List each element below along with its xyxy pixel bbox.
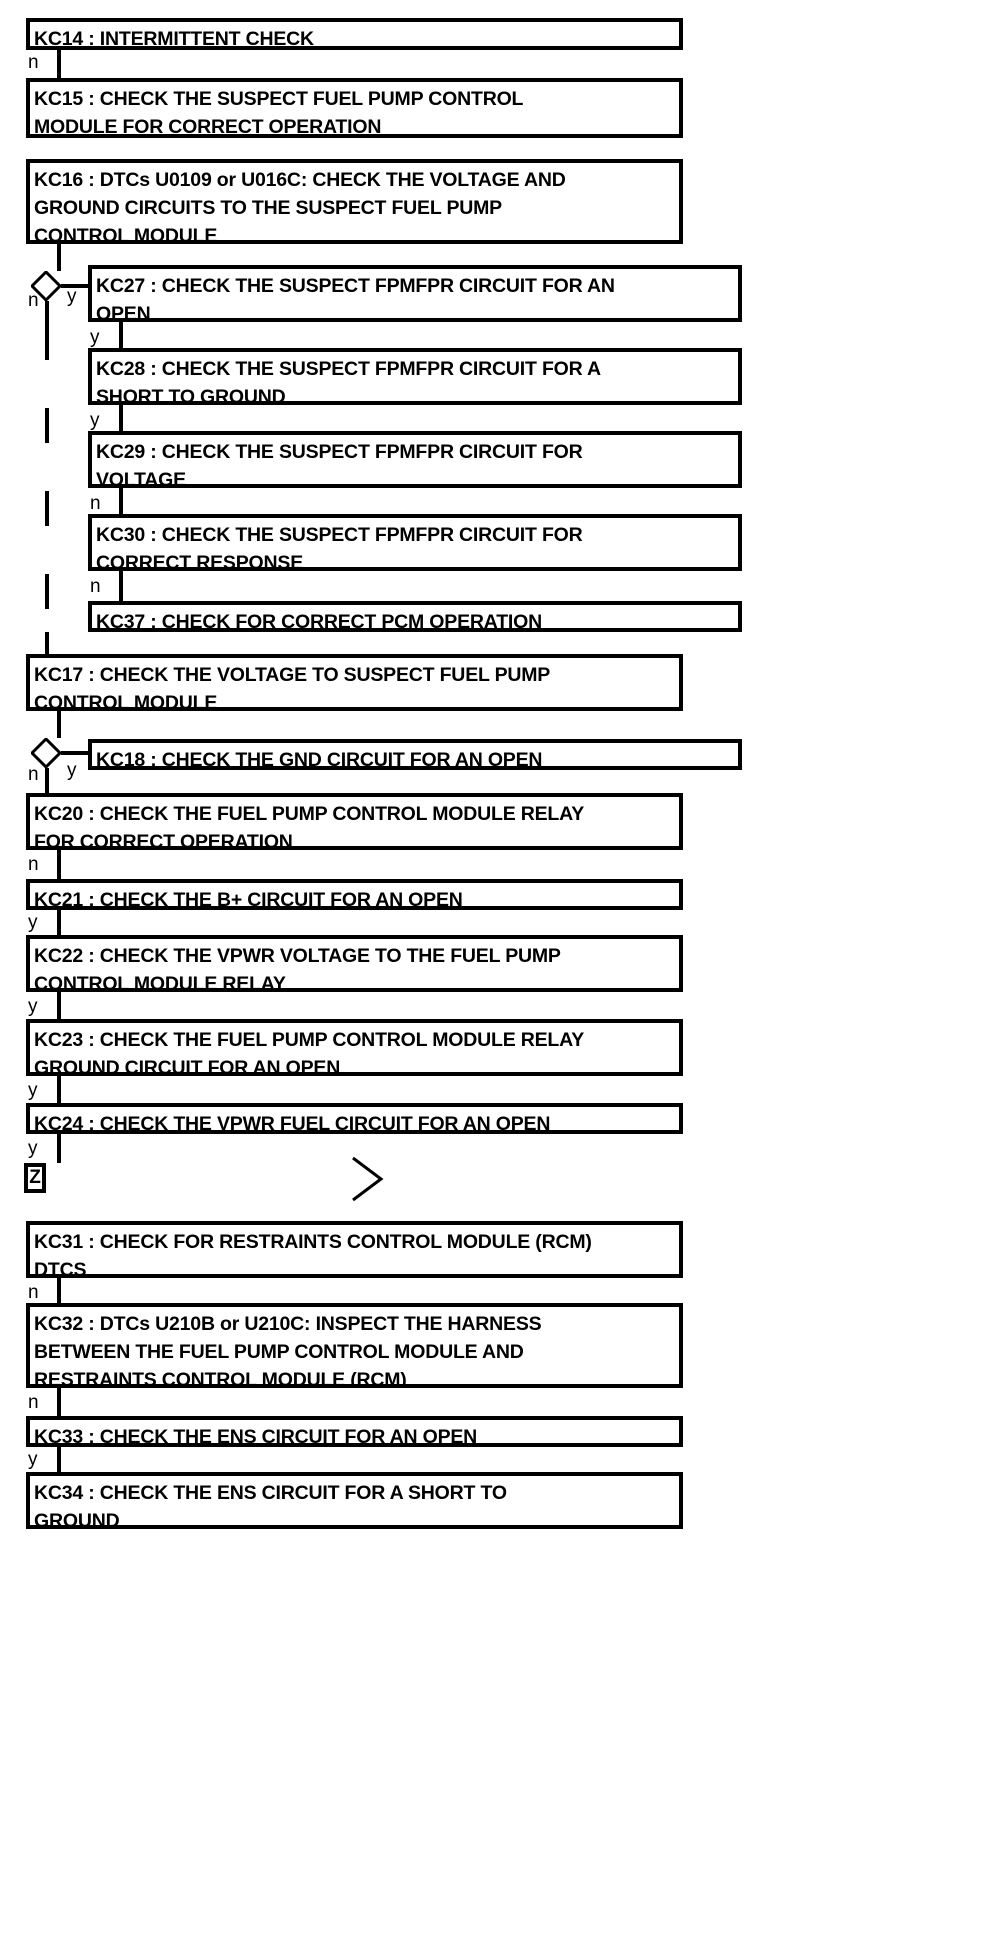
decision-diamond[interactable]	[31, 738, 61, 768]
process-node-kc24[interactable]: KC24 : CHECK THE VPWR FUEL CIRCUIT FOR A…	[26, 1103, 683, 1134]
edge-kc21-to-kc22	[57, 910, 61, 935]
decision-diamond[interactable]	[31, 271, 61, 301]
edge-label-diamond-n-trunk: n	[28, 290, 39, 311]
process-node-kc33[interactable]: KC33 : CHECK THE ENS CIRCUIT FOR AN OPEN	[26, 1416, 683, 1447]
process-node-kc16[interactable]: KC16 : DTCs U0109 or U016C: CHECK THE VO…	[26, 159, 683, 244]
edge-diamond-to-kc27	[61, 284, 90, 288]
edge-kc16-to-diamond	[57, 244, 61, 271]
edge-label-diamond2-n-to-kc20: n	[28, 764, 39, 785]
edge-label-kc27-to-kc28: y	[90, 327, 100, 348]
edge-diamond2-to-kc18	[61, 751, 90, 755]
edge-kc31-to-kc32	[57, 1278, 61, 1303]
edge-label-kc29-to-kc30: n	[90, 493, 101, 514]
edge-label-kc23-to-kc24: y	[28, 1080, 38, 1101]
process-node-kc29[interactable]: KC29 : CHECK THE SUSPECT FPMFPR CIRCUIT …	[88, 431, 742, 488]
process-node-kc28[interactable]: KC28 : CHECK THE SUSPECT FPMFPR CIRCUIT …	[88, 348, 742, 405]
process-node-kc20[interactable]: KC20 : CHECK THE FUEL PUMP CONTROL MODUL…	[26, 793, 683, 850]
edge-diamond2-n-to-kc20	[45, 768, 49, 793]
edge-kc24-to-z	[57, 1134, 61, 1163]
edge-label-kc32-to-kc33: n	[28, 1392, 39, 1413]
edge-label-kc24-to-z: y	[28, 1138, 38, 1159]
process-node-kc21[interactable]: KC21 : CHECK THE B+ CIRCUIT FOR AN OPEN	[26, 879, 683, 910]
edge-trunk-seg-2	[45, 408, 49, 443]
edge-label-diamond2-to-kc18: y	[67, 760, 77, 781]
process-node-kc15[interactable]: KC15 : CHECK THE SUSPECT FUEL PUMP CONTR…	[26, 78, 683, 138]
process-node-kc37[interactable]: KC37 : CHECK FOR CORRECT PCM OPERATION	[88, 601, 742, 632]
page-flow-chevron-icon	[350, 1155, 384, 1203]
edge-kc30-to-kc37	[119, 571, 123, 601]
edge-kc33-to-kc34	[57, 1447, 61, 1472]
edge-kc27-to-kc28	[119, 322, 123, 348]
process-node-kc31[interactable]: KC31 : CHECK FOR RESTRAINTS CONTROL MODU…	[26, 1221, 683, 1278]
edge-label-kc28-to-kc29: y	[90, 410, 100, 431]
process-node-kc23[interactable]: KC23 : CHECK THE FUEL PUMP CONTROL MODUL…	[26, 1019, 683, 1076]
edge-label-diamond-to-kc27: y	[67, 286, 77, 307]
edge-label-kc33-to-kc34: y	[28, 1449, 38, 1470]
edge-kc28-to-kc29	[119, 405, 123, 431]
process-node-kc18[interactable]: KC18 : CHECK THE GND CIRCUIT FOR AN OPEN	[88, 739, 742, 770]
edge-label-kc20-to-kc21: n	[28, 854, 39, 875]
process-node-kc30[interactable]: KC30 : CHECK THE SUSPECT FPMFPR CIRCUIT …	[88, 514, 742, 571]
process-node-kc17[interactable]: KC17 : CHECK THE VOLTAGE TO SUSPECT FUEL…	[26, 654, 683, 711]
edge-kc14-to-kc15	[57, 50, 61, 78]
process-node-kc27[interactable]: KC27 : CHECK THE SUSPECT FPMFPR CIRCUIT …	[88, 265, 742, 322]
process-node-kc22[interactable]: KC22 : CHECK THE VPWR VOLTAGE TO THE FUE…	[26, 935, 683, 992]
edge-trunk-seg-3	[45, 491, 49, 526]
edge-kc20-to-kc21	[57, 850, 61, 879]
edge-trunk-seg-1	[45, 325, 49, 360]
edge-kc32-to-kc33	[57, 1388, 61, 1416]
edge-trunk-seg-5	[45, 632, 49, 656]
process-node-kc14[interactable]: KC14 : INTERMITTENT CHECK	[26, 18, 683, 50]
process-node-kc34[interactable]: KC34 : CHECK THE ENS CIRCUIT FOR A SHORT…	[26, 1472, 683, 1529]
edge-kc22-to-kc23	[57, 992, 61, 1019]
process-node-kc32[interactable]: KC32 : DTCs U210B or U210C: INSPECT THE …	[26, 1303, 683, 1388]
edge-diamond-n-trunk	[45, 301, 49, 329]
offpage-connector-z[interactable]: Z	[24, 1163, 46, 1193]
edge-kc23-to-kc24	[57, 1076, 61, 1103]
edge-label-kc21-to-kc22: y	[28, 912, 38, 933]
edge-label-kc31-to-kc32: n	[28, 1282, 39, 1303]
edge-trunk-seg-4	[45, 574, 49, 609]
edge-label-kc30-to-kc37: n	[90, 576, 101, 597]
edge-label-kc22-to-kc23: y	[28, 996, 38, 1017]
edge-kc29-to-kc30	[119, 488, 123, 514]
edge-kc17-to-diamond2	[57, 711, 61, 738]
edge-label-kc14-to-kc15: n	[28, 52, 39, 73]
